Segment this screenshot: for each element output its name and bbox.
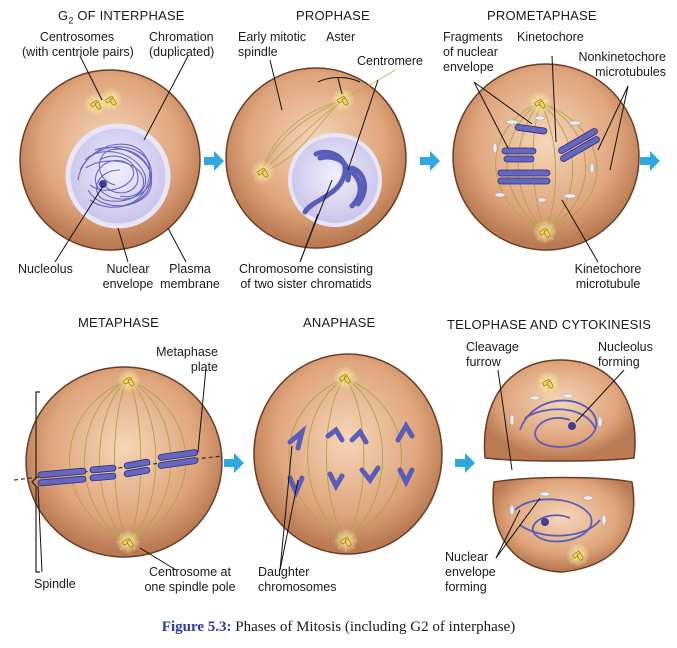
title-anaphase: ANAPHASE	[303, 315, 376, 330]
arrow-icon	[204, 151, 224, 171]
title-g2: G2 OF INTERPHASE	[58, 8, 185, 26]
centrosome-icon	[532, 219, 558, 245]
arrow-icon	[455, 453, 475, 473]
daughter-chromosomes	[287, 421, 415, 499]
anaphase-spindle	[288, 377, 402, 541]
telophase-chromatin	[514, 399, 601, 543]
centrosome-icon	[527, 90, 553, 116]
nucleolus-dot	[99, 180, 107, 188]
centrosome-icon	[330, 87, 356, 113]
prophase-cell	[225, 67, 407, 249]
title-prophase: PROPHASE	[296, 8, 370, 23]
caption-text: Phases of Mitosis (including G2 of inter…	[231, 619, 516, 635]
spindle-bracket	[31, 391, 40, 573]
arrow-icon	[224, 453, 244, 473]
label-spindle: Spindle	[34, 577, 76, 591]
centrosome-icon	[565, 542, 591, 568]
metaphase-cell	[13, 366, 223, 573]
telophase-envelope-fragments	[509, 393, 607, 526]
prometaphase-spindle	[495, 101, 598, 233]
label-chromation: Chromation(duplicated)	[149, 30, 215, 59]
centrosome-icon	[98, 87, 124, 113]
phase-arrows	[204, 151, 660, 473]
prophase-chromosomes	[302, 149, 368, 215]
label-aster: Aster	[326, 30, 356, 44]
label-nucleolus: Nucleolus	[18, 262, 73, 276]
leader-lines	[37, 55, 629, 573]
label-centromere: Centromere	[357, 54, 423, 68]
metaphase-chromosomes	[37, 449, 199, 487]
figure-caption: Figure 5.3: Phases of Mitosis (including…	[0, 619, 677, 636]
label-kinetochore: Kinetochore	[517, 30, 584, 44]
nuclear-envelope-fragments	[492, 115, 595, 203]
arrow-icon	[420, 151, 440, 171]
nucleolus-forming-dot	[541, 518, 549, 526]
centrosome-icon	[115, 529, 141, 555]
caption-label: Figure 5.3:	[161, 619, 232, 635]
centrosome-icon	[332, 365, 358, 391]
anaphase-cell	[253, 353, 443, 555]
centrosome-icon	[250, 159, 276, 185]
centrosome-icon	[333, 528, 359, 554]
prometaphase-cell	[452, 63, 640, 251]
arrow-icon	[640, 151, 660, 171]
nucleolus-forming-dot	[568, 422, 576, 430]
prometaphase-chromosomes	[497, 123, 600, 185]
label-centrosomes: Centrosomes(with centriole pairs)	[22, 30, 134, 59]
title-telophase: TELOPHASE AND CYTOKINESIS	[447, 317, 652, 332]
telophase-cells	[483, 359, 636, 573]
title-prometaphase: PROMETAPHASE	[487, 8, 597, 23]
g2-cell	[19, 69, 201, 251]
title-metaphase: METAPHASE	[78, 315, 160, 330]
centrosome-icon	[535, 370, 561, 396]
